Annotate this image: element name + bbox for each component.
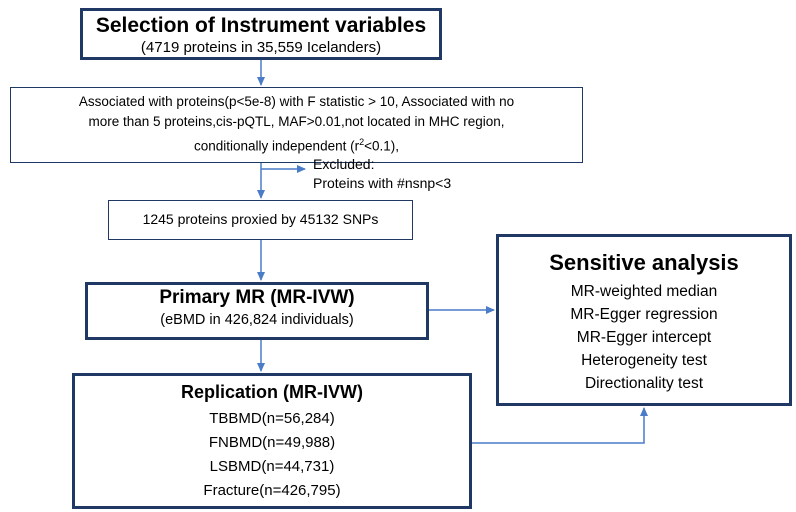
criteria-line-1: Associated with proteins(p<5e-8) with F …	[78, 94, 515, 109]
proxied-text: 1245 proteins proxied by 45132 SNPs	[142, 211, 379, 227]
selection-subtitle: (4719 proteins in 35,559 Icelanders)	[140, 39, 382, 56]
replication-item: LSBMD(n=44,731)	[209, 458, 335, 475]
replication-box: Replication (MR-IVW) TBBMD(n=56,284) FNB…	[72, 373, 472, 509]
criteria-line-3-sup: 2	[359, 137, 365, 147]
replication-item: FNBMD(n=49,988)	[208, 434, 336, 451]
replication-item: Fracture(n=426,795)	[203, 482, 341, 499]
sensitive-item: MR-weighted median	[570, 283, 718, 300]
sensitive-item: MR-Egger regression	[570, 306, 718, 323]
sensitive-title: Sensitive analysis	[549, 250, 739, 275]
excluded-note: Excluded: Proteins with #nsnp<3	[313, 155, 451, 193]
replication-item: TBBMD(n=56,284)	[209, 410, 335, 427]
replication-title: Replication (MR-IVW)	[181, 382, 363, 402]
primary-mr-box: Primary MR (MR-IVW) (eBMD in 426,824 ind…	[85, 282, 429, 340]
criteria-line-3-pre: conditionally independent (r	[193, 138, 360, 154]
primary-mr-title: Primary MR (MR-IVW)	[159, 287, 355, 308]
sensitive-analysis-box: Sensitive analysis MR-weighted median MR…	[496, 234, 792, 406]
sensitive-item: MR-Egger intercept	[576, 329, 712, 346]
sensitive-item: Directionality test	[584, 375, 703, 392]
proxied-box: 1245 proteins proxied by 45132 SNPs	[108, 200, 413, 240]
excluded-detail: Proteins with #nsnp<3	[313, 175, 452, 191]
criteria-box: Associated with proteins(p<5e-8) with F …	[10, 87, 583, 163]
criteria-line-3-post: <0.1),	[364, 138, 400, 154]
selection-box: Selection of Instrument variables (4719 …	[80, 8, 442, 60]
criteria-line-3: conditionally independent (r2<0.1),	[11, 132, 582, 157]
criteria-line-2: more than 5 proteins,cis-pQTL, MAF>0.01,…	[88, 114, 505, 129]
primary-mr-subtitle: (eBMD in 426,824 individuals)	[160, 312, 354, 328]
selection-title: Selection of Instrument variables	[95, 14, 427, 37]
sensitive-item: Heterogeneity test	[581, 352, 707, 369]
excluded-label: Excluded:	[313, 156, 375, 172]
arrow-replication-to-sensitive	[472, 407, 648, 444]
